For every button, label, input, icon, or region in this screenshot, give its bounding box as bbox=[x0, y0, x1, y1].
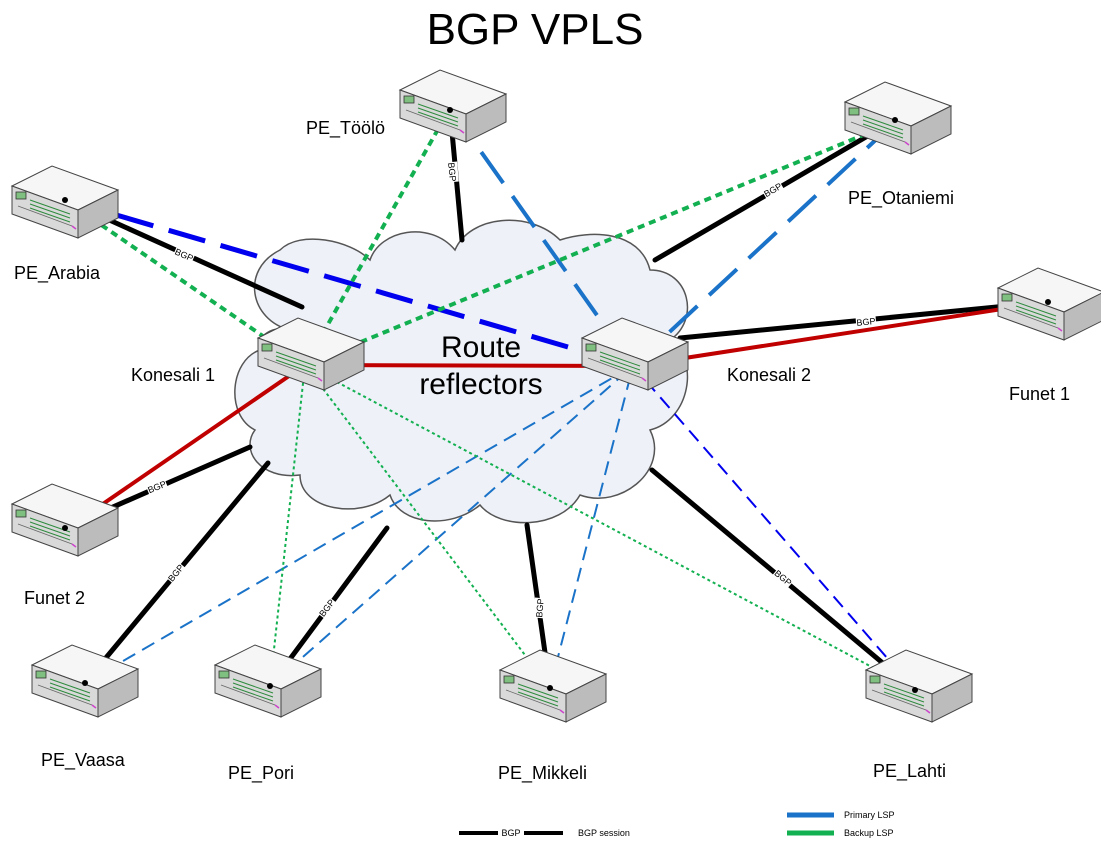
primary-lsp-vaasa bbox=[84, 365, 634, 684]
node-label-funet1: Funet 1 bbox=[1009, 384, 1070, 404]
link-konesali1-funet2 bbox=[63, 363, 307, 532]
primary-lsp-arabia bbox=[64, 197, 634, 369]
primary-lsp-thin bbox=[84, 365, 634, 689]
primary-lsp-pori bbox=[269, 365, 634, 687]
legend-bgp-session-label: BGP session bbox=[578, 828, 630, 838]
legend-bgp-swatch-label: BGP bbox=[501, 828, 520, 838]
node-label-pe-toolo: PE_Töölö bbox=[306, 118, 385, 139]
cloud-label-line2: reflectors bbox=[419, 368, 542, 401]
node-label-pe-lahti: PE_Lahti bbox=[873, 761, 946, 782]
legend-backup-lsp: Backup LSP bbox=[787, 828, 894, 838]
router-icon-pe-mikkeli bbox=[499, 649, 607, 723]
node-label-funet2: Funet 2 bbox=[24, 588, 85, 608]
legend-primary-lsp-label: Primary LSP bbox=[844, 810, 895, 820]
backup-lsp-toolo bbox=[303, 107, 452, 366]
node-label-pe-otaniemi: PE_Otaniemi bbox=[848, 188, 954, 209]
legend-bgp-session: BGP BGP session bbox=[459, 827, 630, 838]
backup-lsp-mikkeli bbox=[304, 364, 551, 689]
link-konesali2-funet1 bbox=[631, 300, 1050, 368]
diagram-title: BGP VPLS bbox=[427, 5, 644, 54]
bgp-label-mikkeli: BGP bbox=[534, 598, 546, 618]
bgp-label-arabia: BGP bbox=[173, 247, 194, 264]
primary-lsp-medium bbox=[448, 106, 897, 368]
router-icon-pe-toolo bbox=[399, 69, 507, 143]
backup-lsp-thin bbox=[269, 364, 916, 691]
bgp-label-funet2: BGP bbox=[146, 479, 167, 495]
primary-lsp-mikkeli bbox=[549, 365, 634, 689]
primary-lsp-lahti bbox=[632, 365, 916, 691]
backup-lsp-otaniemi bbox=[304, 120, 896, 367]
router-icon-funet2 bbox=[11, 483, 119, 557]
backup-lsp-lahti bbox=[304, 364, 916, 691]
legend-primary-lsp: Primary LSP bbox=[787, 810, 895, 820]
bgp-label-funet1: BGP bbox=[856, 316, 876, 328]
primary-lsp-heavy bbox=[64, 197, 634, 369]
bgp-label-toolo: BGP bbox=[446, 162, 458, 182]
node-label-konesali2: Konesali 2 bbox=[727, 365, 811, 385]
router-icon-pe-otaniemi bbox=[844, 81, 952, 155]
cloud-label: Route reflectors bbox=[419, 331, 542, 401]
node-label-pe-arabia: PE_Arabia bbox=[14, 263, 101, 284]
primary-lsp-otaniemi bbox=[631, 120, 897, 368]
node-label-pe-vaasa: PE_Vaasa bbox=[41, 750, 126, 771]
legend: BGP BGP session Primary LSP Backup LSP bbox=[459, 810, 895, 838]
node-label-pe-pori: PE_Pori bbox=[228, 763, 294, 784]
node-label-konesali1: Konesali 1 bbox=[131, 365, 215, 385]
cloud-label-line1: Route bbox=[441, 331, 521, 364]
node-labels: PE_Töölö PE_Otaniemi PE_Arabia Konesali … bbox=[14, 118, 1070, 784]
legend-backup-lsp-label: Backup LSP bbox=[844, 828, 894, 838]
primary-lsp-thin-dark bbox=[632, 365, 916, 691]
node-label-pe-mikkeli: PE_Mikkeli bbox=[498, 763, 587, 784]
link-endpoints bbox=[62, 107, 1051, 693]
